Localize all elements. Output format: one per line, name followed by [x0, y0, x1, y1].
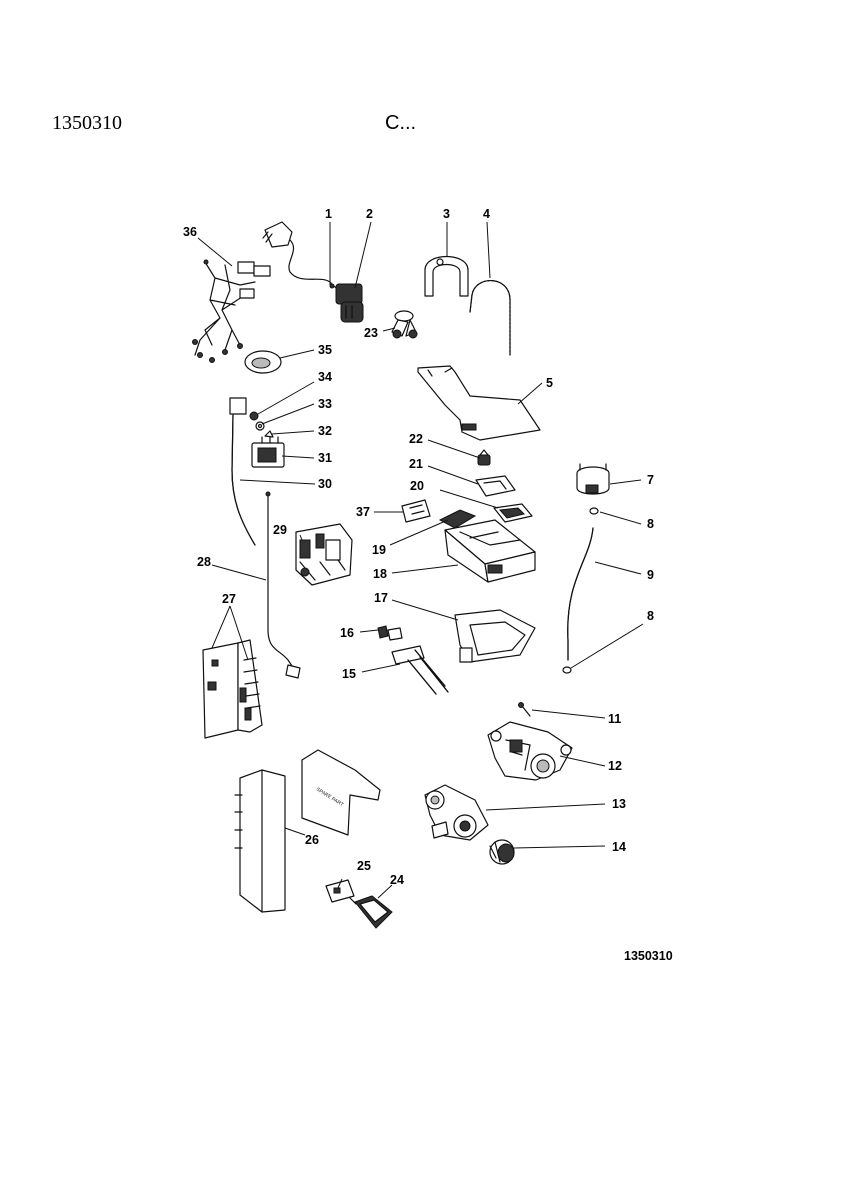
part-13-pump-assembly	[424, 784, 489, 841]
part-18-dispenser-drawer	[444, 519, 536, 583]
part-27-pcb	[202, 639, 263, 739]
callout-4: 4	[483, 207, 490, 221]
callout-labels: 1 2 3 4 5 7 8 9 8 11 12 13 14 15 16 17 1…	[183, 207, 654, 887]
part-8-ring-upper	[589, 507, 599, 515]
part-4-drain-hose	[469, 280, 511, 356]
callout-14: 14	[612, 840, 626, 854]
part-15-heater	[391, 645, 449, 695]
callout-8-upper: 8	[647, 517, 654, 531]
part-36-wiring-harness	[192, 259, 271, 363]
callout-9: 9	[647, 568, 654, 582]
part-12-drain-pump	[487, 721, 573, 781]
callout-8-lower: 8	[647, 609, 654, 623]
callout-22: 22	[409, 432, 423, 446]
callout-32: 32	[318, 424, 332, 438]
callout-34: 34	[318, 370, 332, 384]
part-22-cap	[477, 449, 491, 466]
diagram-reference-code: 1350310	[624, 949, 673, 963]
callout-30: 30	[318, 477, 332, 491]
part-5-top-cover	[417, 365, 541, 441]
callout-24: 24	[390, 873, 404, 887]
part-28-cable	[265, 491, 301, 679]
callout-25: 25	[357, 859, 371, 873]
part-14-pump-filter	[489, 839, 515, 865]
part-37-clip	[401, 499, 431, 523]
callout-18: 18	[373, 567, 387, 581]
callout-23: 23	[364, 326, 378, 340]
callout-33: 33	[318, 397, 332, 411]
part-1-power-cable	[262, 221, 339, 291]
callout-17: 17	[374, 591, 388, 605]
callout-21: 21	[409, 457, 423, 471]
callout-37: 37	[356, 505, 370, 519]
callout-3: 3	[443, 207, 450, 221]
part-30-hose	[229, 397, 256, 546]
callout-26: 26	[305, 833, 319, 847]
part-21-siphon	[475, 475, 516, 497]
document-code: 1350310	[52, 112, 122, 134]
part-24-capacitor	[349, 895, 393, 929]
part-19-drawer-handle	[438, 509, 477, 529]
part-3-hose-bracket	[424, 256, 469, 297]
part-20-dispenser-grate	[493, 503, 533, 523]
callout-16: 16	[340, 626, 354, 640]
callout-35: 35	[318, 343, 332, 357]
part-8-ring-lower	[562, 666, 572, 674]
callout-28: 28	[197, 555, 211, 569]
part-2-suppressor-filter	[335, 283, 364, 323]
callout-20: 20	[410, 479, 424, 493]
part-31-door-lock	[251, 436, 285, 468]
callout-19: 19	[372, 543, 386, 557]
callout-31: 31	[318, 451, 332, 465]
callout-2: 2	[366, 207, 373, 221]
callout-5: 5	[546, 376, 553, 390]
section-title: C...	[385, 112, 417, 134]
callout-36: 36	[183, 225, 197, 239]
part-32-clip	[264, 430, 274, 438]
part-34-nut	[249, 411, 259, 421]
callout-11: 11	[608, 712, 621, 726]
part-26-panel: SPARE PART	[234, 749, 381, 913]
part-29-control-module	[295, 523, 353, 586]
part-23-y-connector	[391, 310, 418, 339]
part-35-grommet	[244, 350, 282, 374]
part-17-dispenser-housing	[454, 609, 536, 663]
callout-27: 27	[222, 592, 236, 606]
callout-7: 7	[647, 473, 654, 487]
part-7-pressure-switch	[576, 463, 610, 495]
part-9-pressure-hose	[567, 527, 594, 661]
callout-1: 1	[325, 207, 332, 221]
part-16-ntc-sensor	[377, 625, 403, 641]
part-11-screw	[518, 702, 531, 717]
callout-13: 13	[612, 797, 626, 811]
callout-29: 29	[273, 523, 287, 537]
leader-lines	[197, 221, 644, 899]
callout-15: 15	[342, 667, 356, 681]
callout-12: 12	[608, 759, 622, 773]
